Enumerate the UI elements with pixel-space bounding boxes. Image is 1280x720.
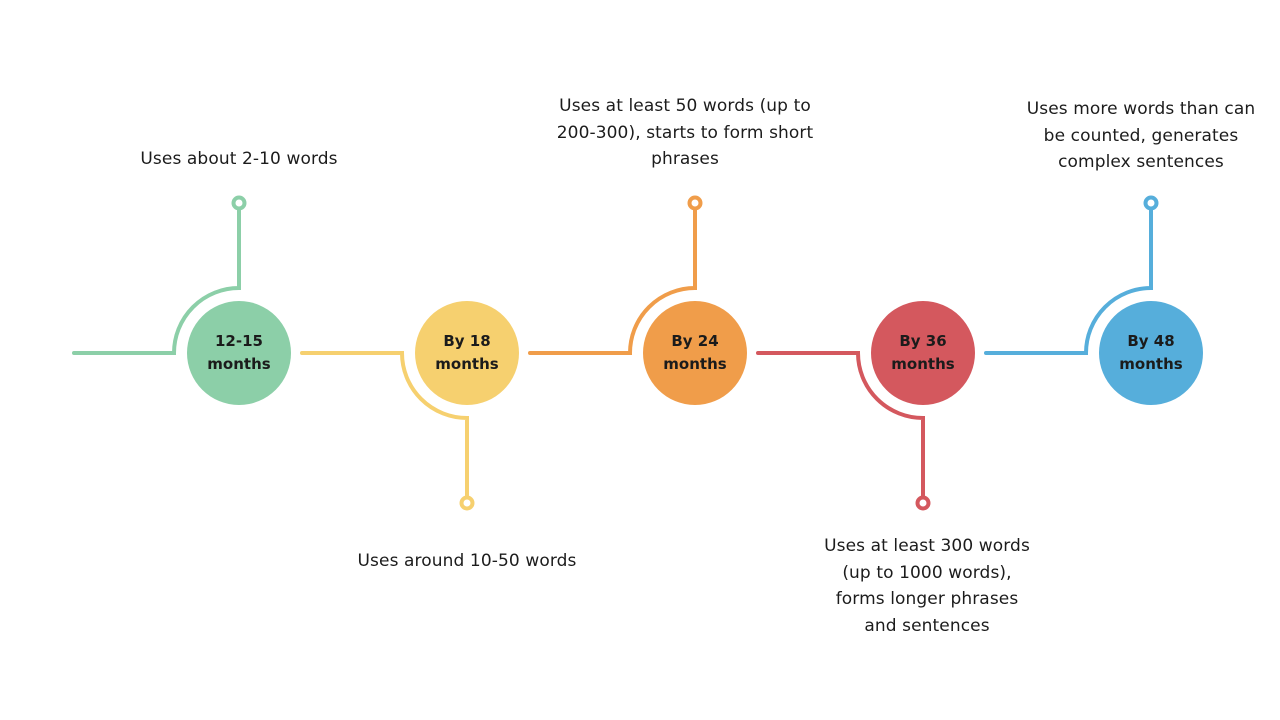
- milestone-4-circle: [871, 301, 975, 405]
- milestone-4-label: By 36 months: [871, 301, 975, 405]
- milestone-3-label: By 24 months: [643, 301, 747, 405]
- milestone-5-label-text: By 48 months: [1119, 332, 1183, 373]
- milestone-4-description: Uses at least 300 words (up to 1000 word…: [824, 536, 1030, 636]
- milestone-5-end-marker: [1143, 195, 1159, 211]
- milestone-2-label: By 18 months: [415, 301, 519, 405]
- milestone-1-label: 12-15 months: [187, 301, 291, 405]
- milestone-2-connector: [300, 351, 475, 511]
- milestone-1-line: [72, 207, 241, 355]
- milestone-2-line: [300, 351, 469, 499]
- milestone-2-circle: [415, 301, 519, 405]
- milestone-1-label-text: 12-15 months: [207, 332, 271, 373]
- milestone-4-line: [756, 351, 925, 499]
- milestone-2-label-text: By 18 months: [435, 332, 499, 373]
- milestone-5-connector: [984, 195, 1159, 355]
- milestone-2-description: Uses around 10-50 words: [357, 551, 577, 571]
- milestone-5-line: [984, 207, 1153, 355]
- milestone-5-description: Uses more words than can be counted, gen…: [1026, 99, 1256, 172]
- milestone-3-circle: [643, 301, 747, 405]
- milestone-3-line: [528, 207, 697, 355]
- milestone-3-label-text: By 24 months: [663, 332, 727, 373]
- milestone-3-end-marker: [687, 195, 703, 211]
- milestone-4-connector: [756, 351, 931, 511]
- milestone-2-end-marker: [459, 495, 475, 511]
- milestone-1-connector: [72, 195, 247, 355]
- milestone-1-description: Uses about 2-10 words: [140, 149, 338, 169]
- milestone-4-label-text: By 36 months: [891, 332, 955, 373]
- milestone-5-circle: [1099, 301, 1203, 405]
- milestone-1-circle: [187, 301, 291, 405]
- milestone-3-connector: [528, 195, 703, 355]
- milestone-3-description: Uses at least 50 words (up to 200-300), …: [556, 96, 814, 169]
- milestone-5-label: By 48 months: [1099, 301, 1203, 405]
- milestone-1-end-marker: [231, 195, 247, 211]
- milestone-4-end-marker: [915, 495, 931, 511]
